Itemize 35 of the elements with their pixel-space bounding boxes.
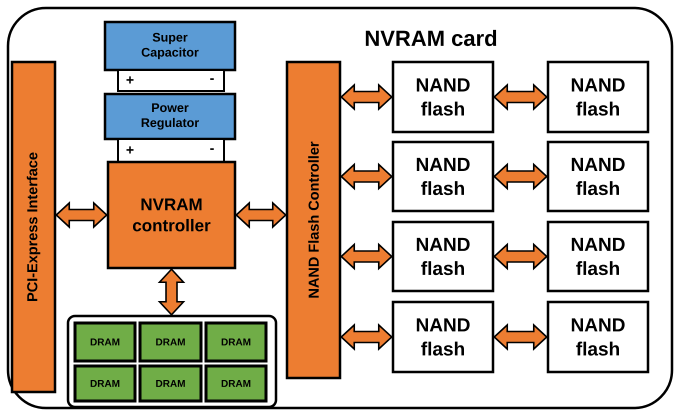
flash-chip: NAND flash <box>392 220 494 292</box>
power-box: Super Capacitor <box>104 20 236 72</box>
dram-chip: DRAM <box>74 322 136 362</box>
flash-chip: NAND flash <box>392 140 494 212</box>
double-arrow <box>340 323 393 351</box>
flash-chip: NAND flash <box>546 140 650 212</box>
dram-chip: DRAM <box>138 322 202 362</box>
flash-chip: NAND flash <box>392 300 494 374</box>
controller-box: NVRAM controller <box>106 160 236 270</box>
controller-bar: PCI-Express Interface <box>10 60 56 394</box>
dram-chip: DRAM <box>204 364 268 402</box>
double-arrow <box>235 201 287 229</box>
terminal-sign: - <box>210 78 214 80</box>
double-arrow <box>158 268 186 316</box>
terminal-sign: - <box>210 148 214 150</box>
double-arrow <box>55 201 108 229</box>
double-arrow <box>493 162 548 190</box>
controller-bar: NAND Flash Controller <box>286 60 342 380</box>
dram-chip: DRAM <box>204 322 268 362</box>
double-arrow <box>493 323 548 351</box>
double-arrow <box>340 162 393 190</box>
terminal-sign: + <box>126 76 134 84</box>
card-title: NVRAM card <box>366 30 496 46</box>
flash-chip: NAND flash <box>546 300 650 374</box>
double-arrow <box>493 242 548 270</box>
double-arrow <box>340 242 393 270</box>
flash-chip: NAND flash <box>546 60 650 134</box>
dram-chip: DRAM <box>138 364 202 402</box>
power-box: Power Regulator <box>104 92 236 140</box>
double-arrow <box>493 83 548 111</box>
double-arrow <box>340 83 393 111</box>
flash-chip: NAND flash <box>392 60 494 134</box>
terminal-sign: + <box>126 146 134 154</box>
dram-chip: DRAM <box>74 364 136 402</box>
flash-chip: NAND flash <box>546 220 650 292</box>
